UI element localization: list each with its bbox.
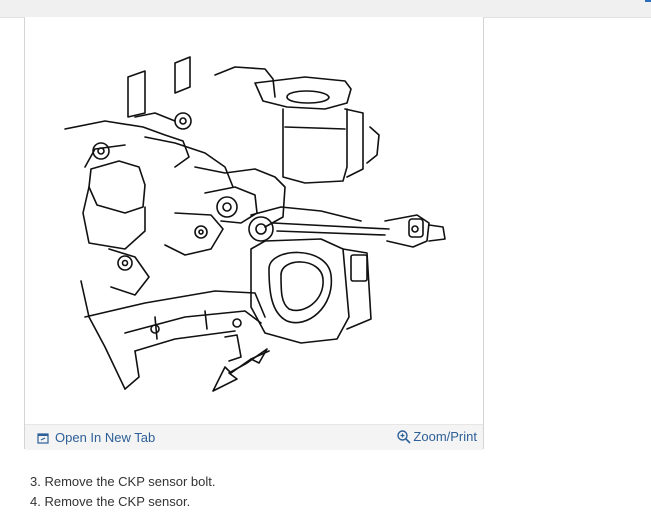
top-bar bbox=[0, 0, 651, 18]
step-item: 3. Remove the CKP sensor bolt. bbox=[30, 474, 216, 489]
diagram-card-footer: Open In New Tab Zoom/Print bbox=[25, 424, 483, 450]
open-in-new-tab-link[interactable]: Open In New Tab bbox=[37, 430, 155, 445]
ckp-sensor-diagram[interactable] bbox=[25, 17, 483, 422]
step-item: 4. Remove the CKP sensor. bbox=[30, 494, 191, 509]
open-in-new-tab-icon bbox=[37, 432, 49, 444]
zoom-print-link[interactable]: Zoom/Print bbox=[397, 429, 477, 444]
diagram-card: Open In New Tab Zoom/Print bbox=[24, 17, 484, 450]
top-bar-accent bbox=[645, 0, 651, 2]
instruction-steps: 3. Remove the CKP sensor bolt. 4. Remove… bbox=[30, 472, 215, 512]
open-in-new-tab-label: Open In New Tab bbox=[55, 430, 156, 445]
zoom-print-label: Zoom/Print bbox=[413, 429, 477, 444]
engine-line-drawing bbox=[64, 56, 446, 392]
zoom-in-icon bbox=[397, 429, 411, 444]
